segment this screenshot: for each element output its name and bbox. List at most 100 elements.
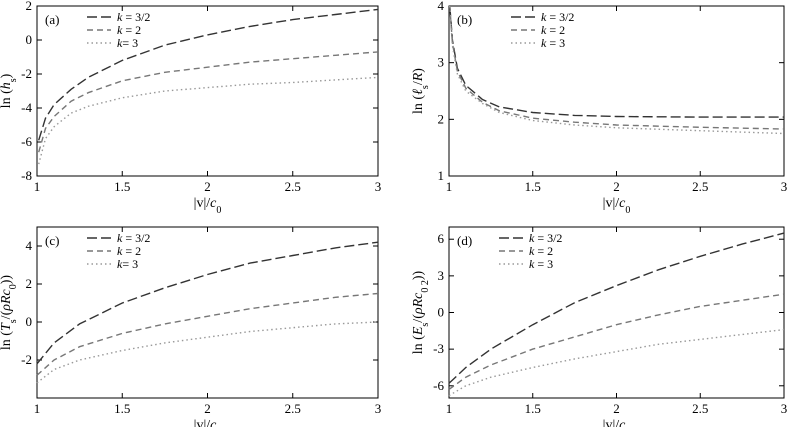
x-tick-label: 3 bbox=[781, 401, 788, 416]
series-line-2 bbox=[38, 51, 379, 153]
x-tick-label: 1 bbox=[446, 179, 453, 194]
data-point bbox=[741, 299, 743, 301]
y-tick-label: -8 bbox=[21, 168, 32, 183]
data-point bbox=[574, 336, 576, 338]
series-line-2 bbox=[449, 5, 785, 130]
x-tick-label: 2 bbox=[613, 401, 620, 416]
x-axis-label: |v|/c0 bbox=[194, 418, 222, 427]
data-point bbox=[53, 342, 55, 344]
y-tick-label: 0 bbox=[26, 32, 33, 47]
series-line-3 bbox=[36, 321, 379, 384]
x-tick-label: 1 bbox=[446, 401, 453, 416]
series-line-1 bbox=[449, 5, 784, 118]
data-point bbox=[490, 348, 492, 350]
y-tick-label: 2 bbox=[26, 276, 33, 291]
x-axis-label: |v|/c0 bbox=[194, 196, 222, 216]
series-line-2 bbox=[448, 293, 785, 390]
y-tick-label: 2 bbox=[26, 0, 33, 13]
legend-entry: k = 2 bbox=[541, 23, 565, 37]
x-tick-label: 2.5 bbox=[285, 179, 301, 194]
x-tick-label: 2.5 bbox=[692, 179, 708, 194]
y-tick-label: -2 bbox=[21, 352, 32, 367]
data-point bbox=[87, 77, 89, 79]
legend-entry: k = 2 bbox=[117, 23, 141, 37]
data-point bbox=[121, 80, 123, 82]
legend-entry: k= 3 bbox=[117, 257, 138, 271]
y-tick-label: 4 bbox=[26, 238, 33, 253]
y-tick-label: 4 bbox=[438, 0, 445, 13]
data-point bbox=[532, 367, 534, 369]
y-tick-label: -6 bbox=[433, 378, 444, 393]
legend-entry: k = 3/2 bbox=[529, 231, 562, 245]
y-tick-label: 6 bbox=[438, 231, 445, 246]
series-line-1 bbox=[448, 232, 785, 384]
x-tick-label: 1 bbox=[34, 401, 41, 416]
legend-entry: k = 3 bbox=[529, 257, 553, 271]
x-tick-label: 1.5 bbox=[114, 401, 130, 416]
x-tick-label: 2.5 bbox=[692, 401, 708, 416]
data-point bbox=[121, 350, 123, 352]
data-point bbox=[616, 351, 618, 353]
plot-frame bbox=[448, 226, 785, 399]
x-tick-label: 2 bbox=[204, 401, 211, 416]
data-point bbox=[249, 61, 251, 63]
panel-label: (d) bbox=[457, 233, 472, 248]
y-tick-label: -3 bbox=[433, 341, 444, 356]
data-point bbox=[490, 364, 492, 366]
panel-d: 1 1.5 2 2.5 3 6 3 0 -3 -6 (d) k = 3/2k = 2k = 3 |v|/… bbox=[411, 226, 788, 427]
data-point bbox=[292, 327, 294, 329]
series-line-1 bbox=[38, 8, 379, 141]
y-tick-label: -4 bbox=[21, 100, 32, 115]
y-tick-label: 1 bbox=[438, 168, 445, 183]
x-tick-label: 1.5 bbox=[525, 401, 541, 416]
y-tick-label: 3 bbox=[438, 268, 445, 283]
x-tick-label: 1.5 bbox=[114, 179, 130, 194]
panel-label: (c) bbox=[45, 233, 59, 248]
x-axis-label: |v|/c0 bbox=[603, 418, 631, 427]
y-axis-label: ln (Ts/(ρRc0)) bbox=[0, 275, 19, 350]
data-point bbox=[699, 339, 701, 341]
panel-c: 1 1.5 2 2.5 3 4 2 0 -2 (c) k = 3/2k = 2k= 3 |v|/c0 l… bbox=[0, 226, 382, 427]
series-line-3 bbox=[449, 5, 785, 135]
legend-entry: k = 2 bbox=[529, 244, 553, 258]
data-point bbox=[616, 127, 618, 129]
x-tick-label: 3 bbox=[375, 401, 382, 416]
y-tick-label: 3 bbox=[438, 55, 445, 70]
data-point bbox=[121, 97, 123, 99]
data-point bbox=[53, 104, 55, 106]
x-tick-label: 1 bbox=[34, 179, 41, 194]
data-point bbox=[164, 287, 166, 289]
x-tick-label: 2 bbox=[613, 179, 620, 194]
y-tick-label: 0 bbox=[26, 314, 33, 329]
y-axis-label: ln (Es/(ρRc0 2)) bbox=[411, 270, 431, 354]
x-tick-label: 2.5 bbox=[285, 401, 301, 416]
series-line-3 bbox=[38, 76, 379, 165]
y-tick-label: 0 bbox=[438, 305, 445, 320]
panel-label: (a) bbox=[45, 12, 59, 27]
x-tick-label: 3 bbox=[375, 179, 382, 194]
legend-entry: k = 2 bbox=[117, 244, 141, 258]
x-tick-label: 1.5 bbox=[525, 179, 541, 194]
data-point bbox=[616, 285, 618, 287]
data-point bbox=[53, 369, 55, 371]
panel-label: (b) bbox=[457, 12, 472, 27]
legend-entry: k = 3/2 bbox=[117, 231, 150, 245]
data-point bbox=[207, 336, 209, 338]
y-axis-label: ln (ℓs/R) bbox=[411, 68, 431, 114]
legend-entry: k = 3/2 bbox=[117, 10, 150, 24]
data-point bbox=[164, 44, 166, 46]
plot-frame bbox=[36, 5, 379, 177]
y-tick-label: -2 bbox=[21, 66, 32, 81]
series-line-1 bbox=[36, 241, 379, 365]
series-line-2 bbox=[36, 292, 379, 376]
legend-entry: k = 3 bbox=[541, 36, 565, 50]
series-line-3 bbox=[448, 328, 785, 397]
data-point bbox=[699, 126, 701, 128]
y-tick-label: 2 bbox=[438, 111, 445, 126]
x-tick-label: 2 bbox=[204, 179, 211, 194]
x-tick-label: 3 bbox=[781, 179, 788, 194]
x-axis-label: |v|/c0 bbox=[603, 196, 631, 216]
